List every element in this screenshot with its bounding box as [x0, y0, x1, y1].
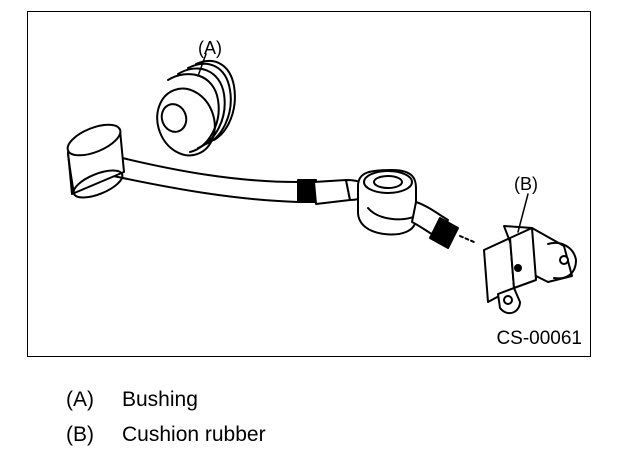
- leader-line-b: [517, 193, 529, 233]
- callout-b: (B): [514, 174, 538, 194]
- cushion-rubber-bracket: [483, 225, 577, 315]
- bushing: [156, 59, 236, 157]
- diagram-frame: (A) (B) CS-00061: [27, 11, 591, 357]
- figure-code: CS-00061: [496, 328, 582, 349]
- legend-text: Cushion rubber: [122, 423, 266, 446]
- legend-text: Bushing: [122, 388, 198, 411]
- shift-rod-illustration: [66, 53, 577, 315]
- rod: [103, 153, 371, 205]
- rod-cup-end: [66, 123, 125, 199]
- rear-rod: [411, 201, 475, 249]
- legend-key: (B): [66, 423, 94, 446]
- legend-key: (A): [66, 388, 94, 411]
- joint-eye: [357, 169, 417, 236]
- leader-line-a: [197, 53, 207, 77]
- callout-a: (A): [198, 38, 222, 58]
